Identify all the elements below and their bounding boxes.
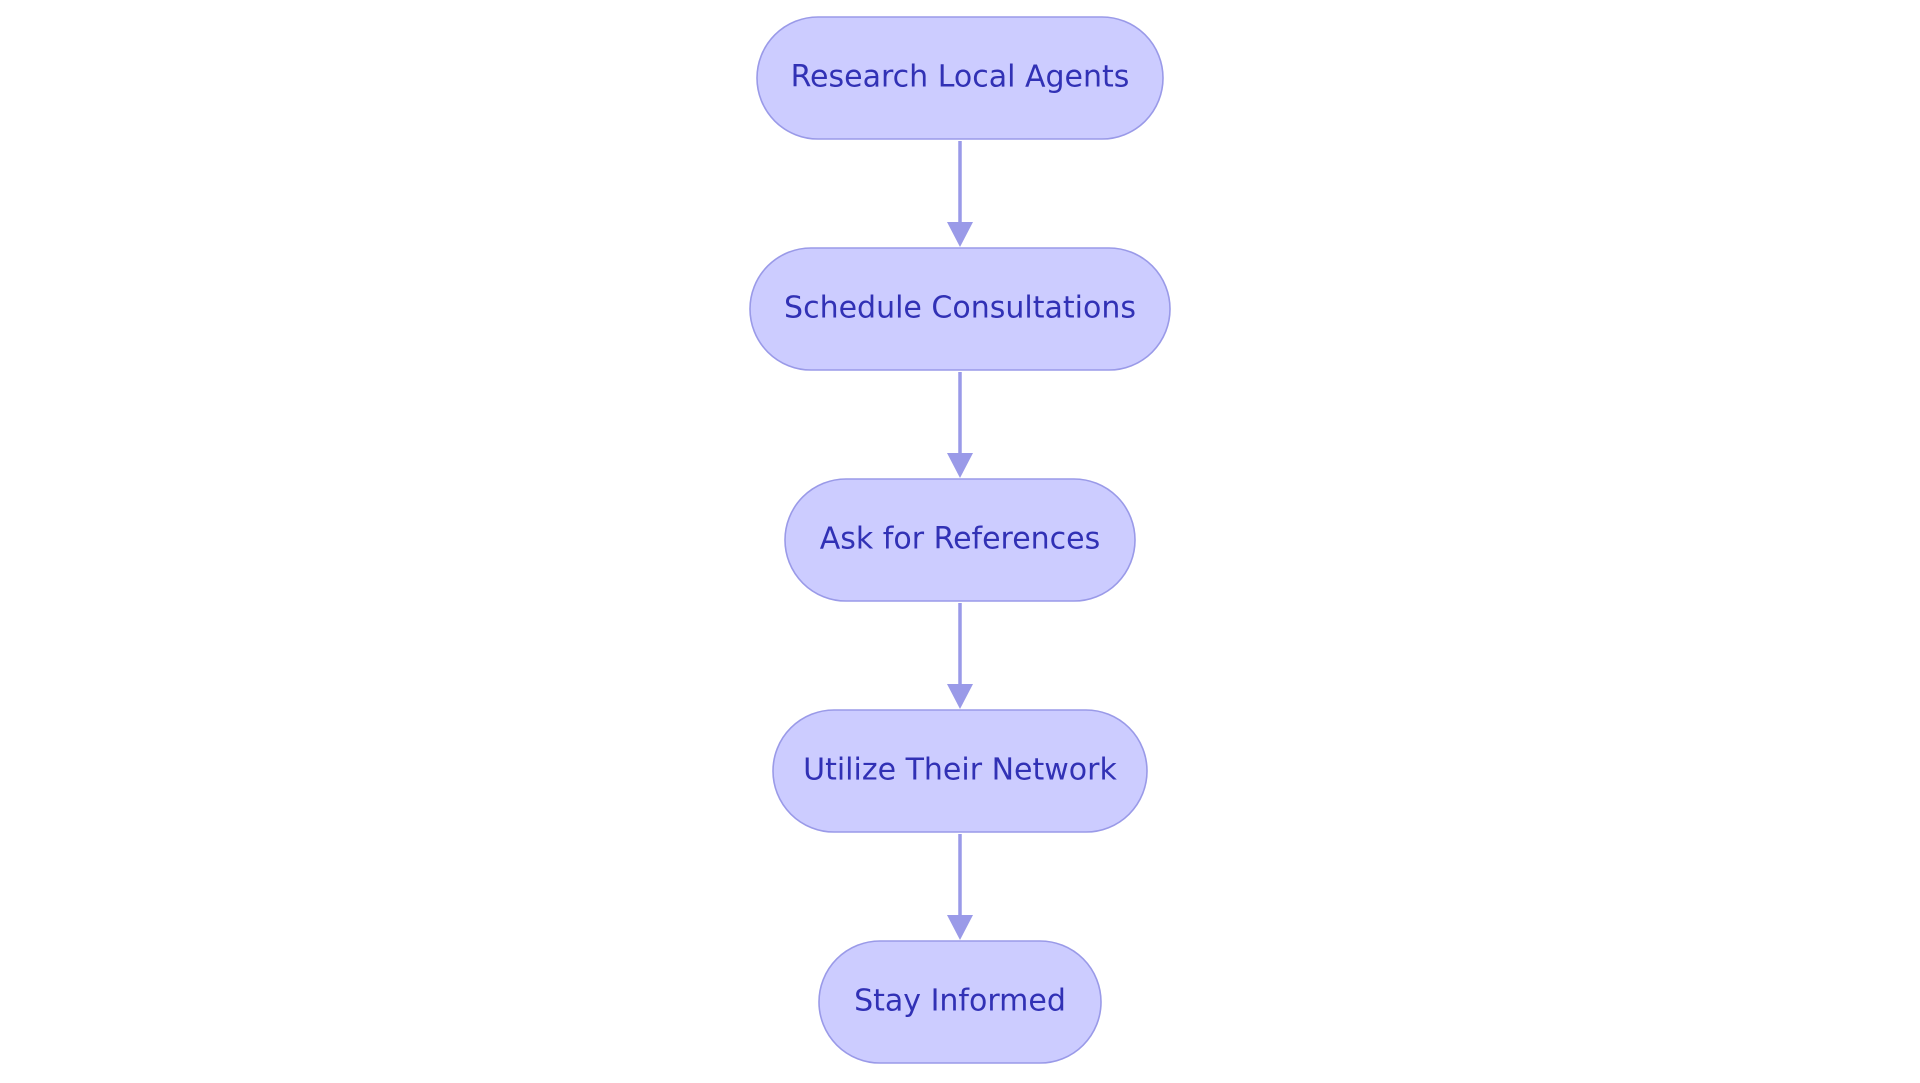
edge-schedule-to-references	[947, 372, 973, 478]
node-label: Ask for References	[820, 522, 1101, 557]
node-stay-informed[interactable]: Stay Informed	[818, 940, 1102, 1064]
node-shape	[756, 16, 1164, 140]
node-label: Research Local Agents	[791, 60, 1130, 95]
arrowhead-icon	[947, 453, 973, 478]
edge-references-to-network	[947, 603, 973, 709]
node-utilize-their-network[interactable]: Utilize Their Network	[772, 709, 1148, 833]
arrowhead-icon	[947, 222, 973, 247]
node-label: Utilize Their Network	[803, 753, 1117, 788]
node-research-local-agents[interactable]: Research Local Agents	[756, 16, 1164, 140]
edge-research-to-schedule	[947, 141, 973, 247]
node-label: Stay Informed	[854, 984, 1066, 1019]
node-ask-for-references[interactable]: Ask for References	[784, 478, 1136, 602]
arrowhead-icon	[947, 915, 973, 940]
node-label: Schedule Consultations	[784, 291, 1136, 326]
arrowhead-icon	[947, 684, 973, 709]
node-shape	[784, 478, 1136, 602]
node-shape	[749, 247, 1171, 371]
node-shape	[772, 709, 1148, 833]
node-shape	[818, 940, 1102, 1064]
node-schedule-consultations[interactable]: Schedule Consultations	[749, 247, 1171, 371]
edge-network-to-informed	[947, 834, 973, 940]
